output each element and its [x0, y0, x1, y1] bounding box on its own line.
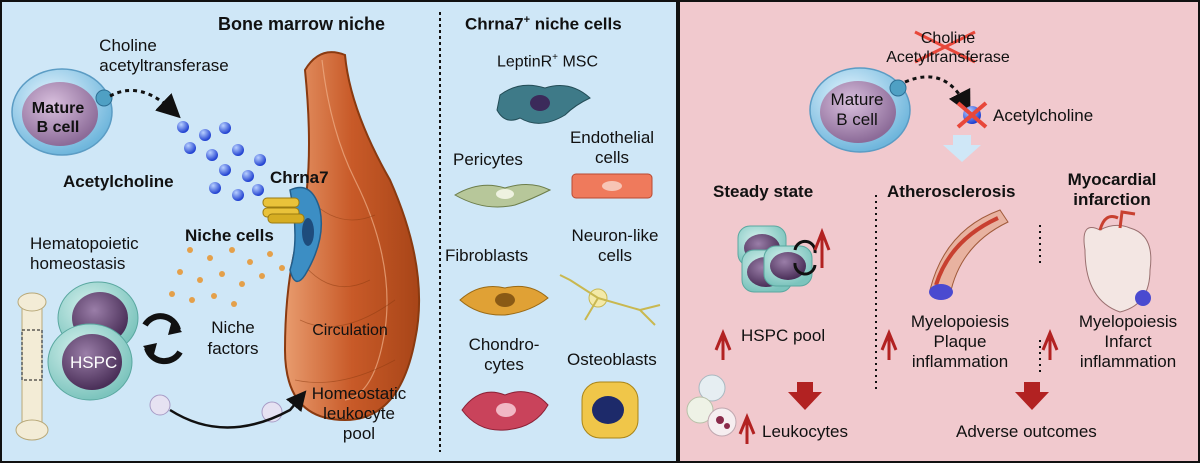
enzyme-label-line2: acetyltransferase — [99, 56, 229, 75]
circulation-label: Circulation — [312, 322, 388, 339]
mature-b-cell-right — [809, 67, 911, 153]
pericyte-icon — [454, 184, 552, 208]
neuron-like-cell-icon — [559, 274, 661, 326]
acetylcholine-right-label: Acetylcholine — [993, 106, 1094, 125]
leukocyte-cluster-icon — [686, 374, 737, 437]
chondrocyte-icon — [461, 391, 549, 431]
mi-label-line2: infarction — [1073, 190, 1151, 209]
msc-cell-icon — [496, 84, 591, 124]
neuron-like-label-line2: cells — [597, 246, 633, 265]
chrna7-receptor — [262, 197, 305, 224]
down-arrow-leukocytes-icon — [788, 382, 822, 410]
self-renewal-cycle-icon — [142, 313, 183, 365]
endothelial-cell-icon — [571, 173, 653, 199]
artery-plaque-icon — [929, 209, 1009, 300]
leukocyte-left — [149, 394, 171, 416]
adverse-outcomes-label: Adverse outcomes — [956, 422, 1097, 441]
hspc-pool-label: HSPC pool — [741, 326, 826, 345]
chondrocytes-label-line1: Chondro- — [468, 335, 540, 354]
leukocyte-pool-line1: Homeostatic — [311, 384, 407, 403]
acetylcholine-cross-icon — [956, 101, 988, 129]
osteoblasts-label: Osteoblasts — [567, 350, 657, 369]
athero-effects-line1: Myelopoiesis — [910, 312, 1010, 331]
niche-cells-label: Niche cells — [185, 226, 274, 245]
b-cell-right-line2: B cell — [836, 110, 878, 129]
bone-icon — [15, 292, 49, 441]
heart-icon — [1083, 210, 1152, 313]
down-arrow-adverse-icon — [1015, 382, 1049, 410]
niche-factors-label-line2: factors — [207, 339, 259, 358]
enzyme-cross-icon — [914, 30, 976, 64]
up-arrow-leukocytes-icon — [738, 413, 756, 444]
neuron-like-label-line1: Neuron-like — [571, 226, 659, 245]
enzyme-crossed-line1: Choline — [920, 30, 976, 47]
osteoblast-icon — [581, 381, 639, 439]
mi-effects-line1: Myelopoiesis — [1078, 312, 1178, 331]
hspc-cells-left — [47, 281, 139, 401]
mi-effects-line2: Infarct — [1104, 332, 1152, 351]
enzyme-label-line1: Choline — [99, 36, 157, 55]
leukocyte-pool-line2: leukocyte — [323, 404, 395, 423]
msc-label: LeptinR+ MSC — [497, 52, 598, 71]
endothelial-label-line2: cells — [594, 148, 630, 167]
up-arrow-hspc-icon — [813, 227, 831, 268]
hspc-cells-right — [737, 225, 813, 293]
enzyme-crossed-line2: Acetyltransferase — [886, 49, 1010, 66]
fibroblasts-label: Fibroblasts — [445, 246, 529, 265]
niche-cell-nucleus — [302, 218, 314, 246]
homeostasis-label-line2: homeostasis — [30, 254, 126, 273]
mature-b-cell-left — [11, 68, 113, 156]
hspc-label: HSPC — [70, 353, 118, 372]
athero-effects-line3: inflammation — [911, 352, 1009, 371]
up-arrow-athero-icon — [880, 329, 898, 360]
athero-effects-line2: Plaque — [933, 332, 987, 351]
b-cell-label-line2: B cell — [36, 119, 80, 136]
enzyme-arrow-right — [904, 75, 971, 115]
atherosclerosis-label: Atherosclerosis — [887, 182, 1016, 201]
down-arrow-icon — [943, 135, 981, 162]
fibroblast-icon — [459, 285, 549, 316]
pericytes-label: Pericytes — [453, 150, 523, 169]
mi-label-line1: Myocardial — [1067, 170, 1157, 189]
middle-panel-title: Chrna7+ niche cells — [465, 14, 622, 34]
niche-factors-dots — [169, 247, 285, 307]
mi-effects-line3: inflammation — [1079, 352, 1177, 371]
mobilization-arrow — [169, 390, 307, 429]
chondrocytes-label-line2: cytes — [484, 355, 524, 374]
b-cell-label-line1: Mature — [31, 100, 85, 117]
chrna7-label: Chrna7 — [270, 168, 329, 187]
homeostasis-label-line1: Hematopoietic — [30, 234, 139, 253]
left-panel-title: Bone marrow niche — [218, 14, 386, 34]
steady-state-label: Steady state — [713, 182, 814, 201]
endothelial-label-line1: Endothelial — [569, 128, 655, 147]
niche-factors-label-line1: Niche — [211, 318, 255, 337]
acetylcholine-molecules — [177, 121, 266, 201]
b-cell-right-line1: Mature — [830, 90, 884, 109]
leukocytes-label: Leukocytes — [762, 422, 848, 441]
up-arrow-mi-icon — [1041, 329, 1059, 360]
up-arrow-pool-icon — [714, 329, 732, 360]
leukocyte-pool-line3: pool — [342, 424, 376, 443]
acetylcholine-label: Acetylcholine — [63, 172, 174, 191]
